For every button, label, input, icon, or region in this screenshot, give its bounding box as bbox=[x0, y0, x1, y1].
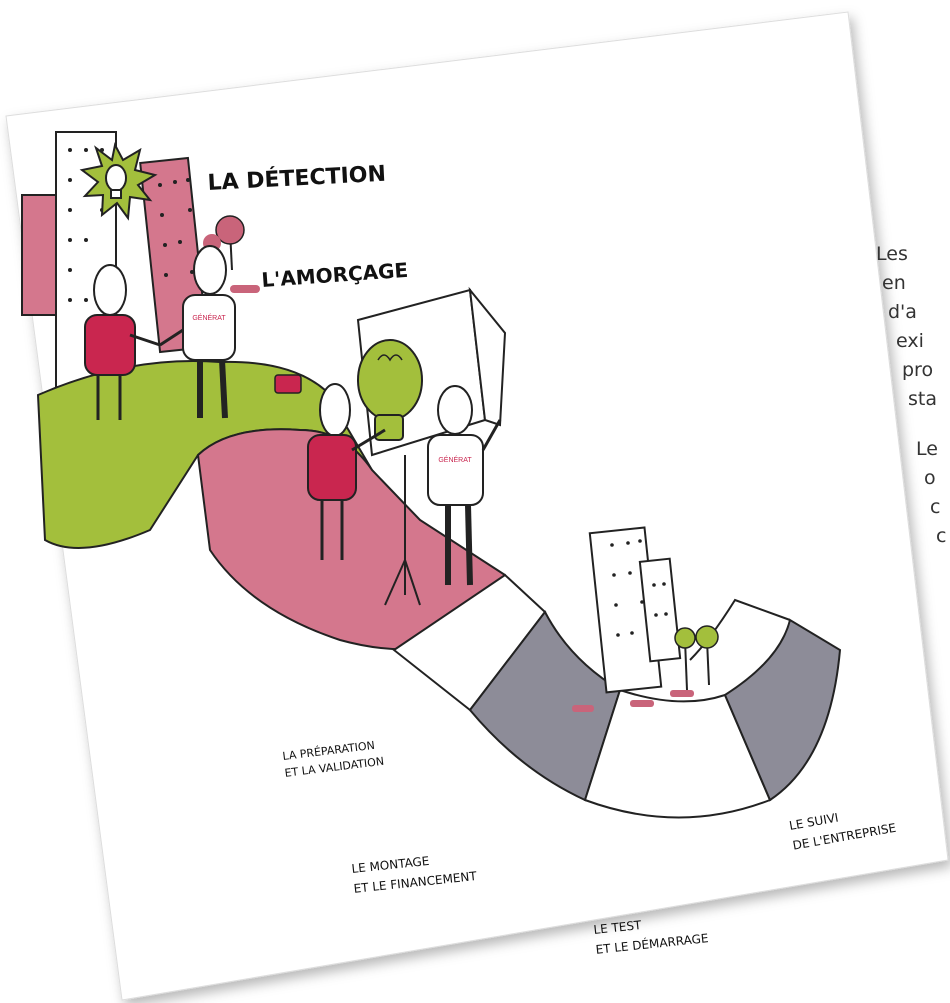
side-text-line: Les bbox=[876, 240, 908, 269]
svg-text:LE TEST: LE TEST bbox=[593, 918, 643, 937]
svg-text:GÉNÉRAT: GÉNÉRAT bbox=[192, 313, 226, 322]
side-text-line: Le bbox=[916, 435, 938, 464]
side-text-line: d'a bbox=[888, 298, 917, 327]
side-text-line: c bbox=[936, 522, 946, 551]
building-left bbox=[22, 195, 56, 315]
side-text-line: o bbox=[924, 464, 936, 493]
side-text-line: c bbox=[930, 493, 940, 522]
side-text-line: exi bbox=[896, 327, 924, 356]
side-text-line: en bbox=[882, 269, 906, 298]
svg-text:GÉNÉRAT: GÉNÉRAT bbox=[438, 455, 472, 464]
label-test: LE TEST ET LE DÉMARRAGE bbox=[593, 911, 709, 957]
side-text-line: sta bbox=[908, 385, 937, 414]
side-text-line: pro bbox=[902, 356, 933, 385]
